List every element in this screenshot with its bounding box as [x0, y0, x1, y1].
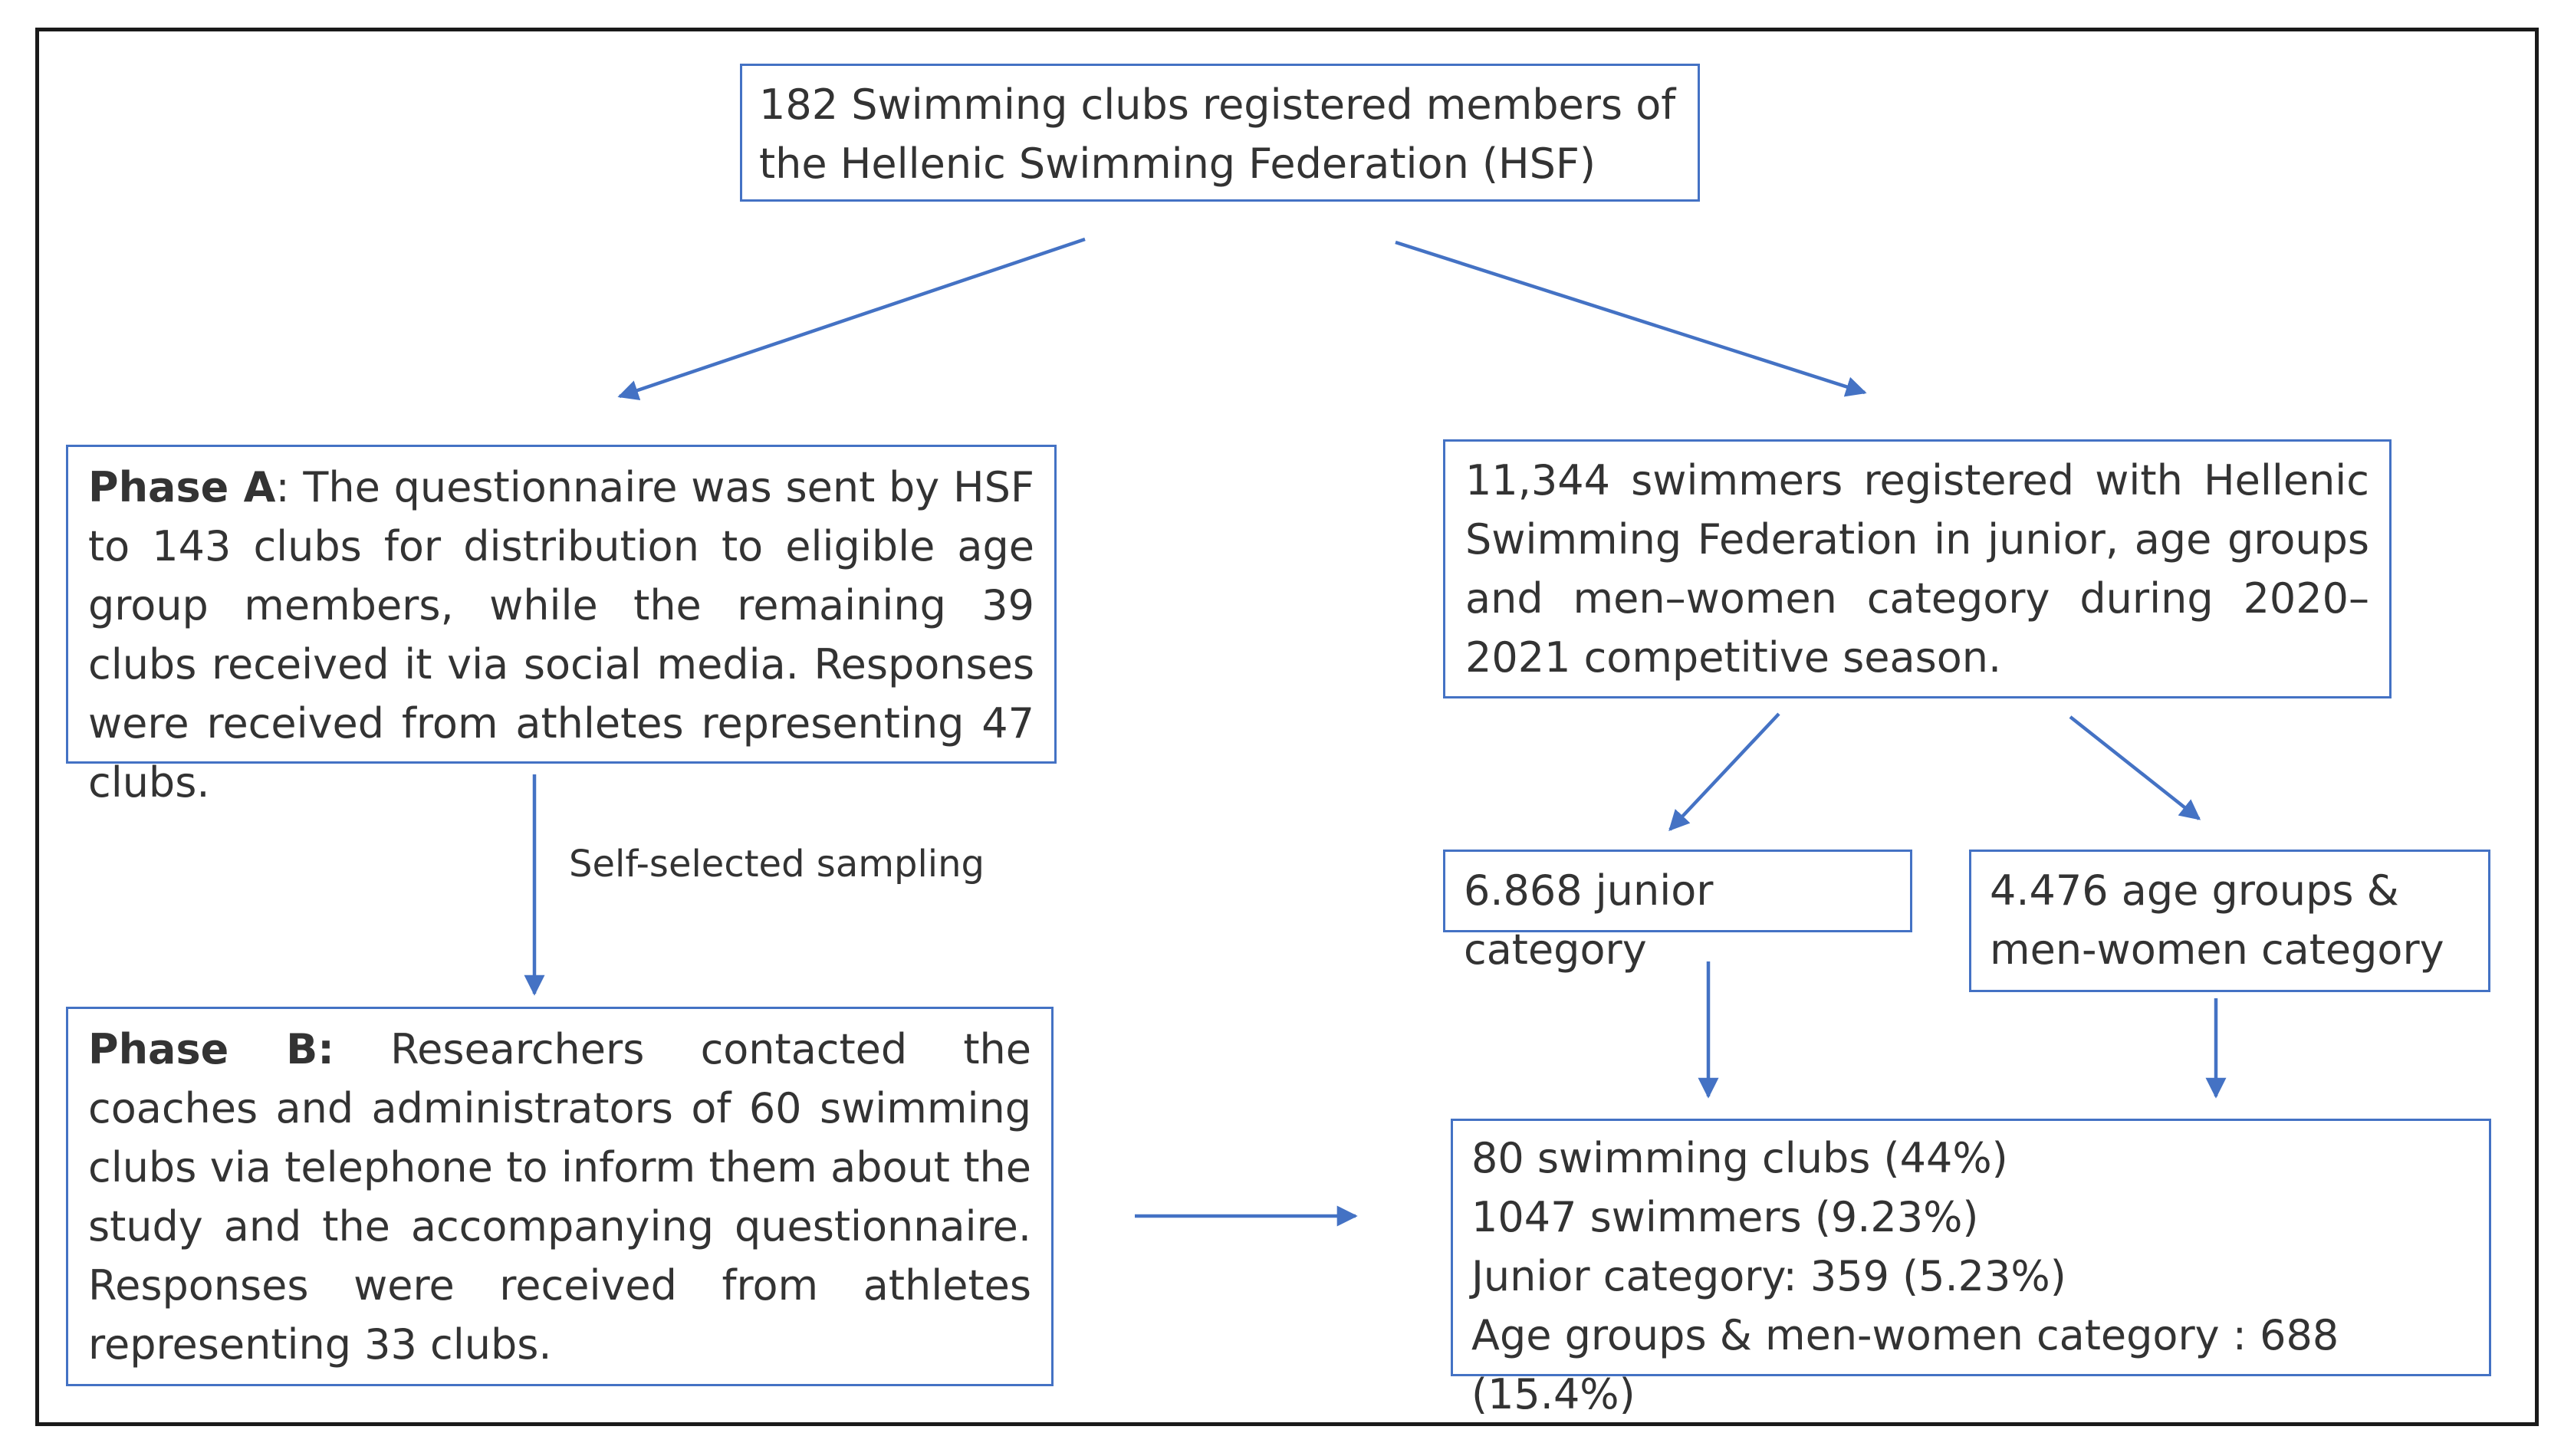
- top-box: 182 Swimming clubs registered members of…: [740, 64, 1700, 202]
- arrow-swimmers-to-junior: [1668, 712, 1780, 831]
- result-box-line2: 1047 swimmers (9.23%): [1471, 1193, 1979, 1241]
- arrow-swimmers-to-agegroups: [2069, 715, 2201, 820]
- phase-b-heading: Phase B:: [88, 1025, 334, 1073]
- result-box-line3: Junior category: 359 (5.23%): [1471, 1252, 2066, 1300]
- arrow-top-to-phase-a: [617, 237, 1086, 401]
- diagram-frame: [35, 28, 2539, 1426]
- top-box-line1: 182 Swimming clubs registered members of: [759, 81, 1676, 129]
- phase-a-box: Phase A: The questionnaire was sent by H…: [66, 445, 1057, 807]
- phase-b-box: Phase B: Researchers contacted the coach…: [66, 1007, 1054, 1386]
- agegroups-box: 4.476 age groups & men-women category: [1969, 850, 2490, 992]
- swimmers-box: 11,344 swimmers registered with Hellenic…: [1443, 439, 2392, 698]
- junior-box-text: 6.868 junior category: [1464, 866, 1714, 974]
- agegroups-box-line1: 4.476 age groups &: [1990, 866, 2399, 915]
- result-box-line1: 80 swimming clubs (44%): [1471, 1134, 2008, 1182]
- result-box: 80 swimming clubs (44%) 1047 swimmers (9…: [1451, 1119, 2491, 1418]
- swimmers-box-text: 11,344 swimmers registered with Hellenic…: [1465, 456, 2369, 682]
- phase-a-heading: Phase A: [88, 463, 276, 511]
- sampling-label: Self-selected sampling: [569, 843, 985, 886]
- top-box-line2: the Hellenic Swimming Federation (HSF): [759, 140, 1596, 188]
- phase-b-text: Researchers contacted the coaches and ad…: [88, 1025, 1032, 1369]
- arrow-top-to-swimmers: [1395, 240, 1867, 397]
- junior-box: 6.868 junior category: [1443, 850, 1912, 974]
- result-box-line4: Age groups & men-women category : 688 (1…: [1471, 1311, 2339, 1418]
- phase-a-text: : The questionnaire was sent by HSF to 1…: [88, 463, 1034, 807]
- agegroups-box-line2: men-women category: [1990, 925, 2444, 974]
